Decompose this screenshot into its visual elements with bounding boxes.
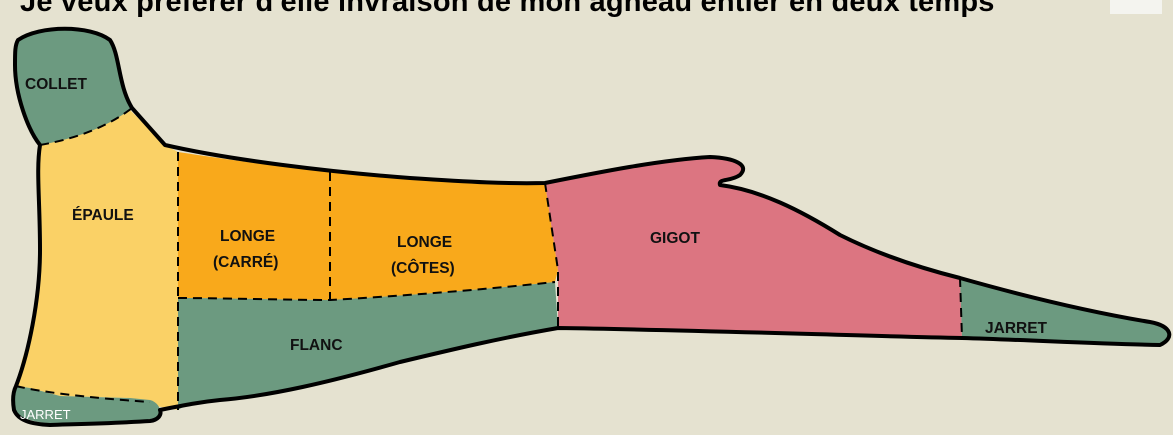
label-longe-carre-1: LONGE — [220, 228, 275, 245]
label-jarret-front: JARRET — [20, 407, 71, 422]
label-jarret-rear: JARRET — [985, 320, 1048, 337]
label-gigot: GIGOT — [650, 230, 700, 247]
label-collet: COLLET — [25, 76, 88, 93]
label-epaule: ÉPAULE — [72, 207, 134, 224]
label-longe-carre-2: (CARRÉ) — [213, 254, 278, 271]
region-flanc[interactable] — [178, 282, 558, 410]
label-flanc: FLANC — [290, 337, 343, 354]
region-gigot[interactable] — [545, 157, 962, 338]
label-longe-cotes-2: (CÔTES) — [391, 259, 455, 277]
region-longe-carre[interactable] — [178, 152, 330, 300]
label-longe-cotes-1: LONGE — [397, 234, 452, 251]
